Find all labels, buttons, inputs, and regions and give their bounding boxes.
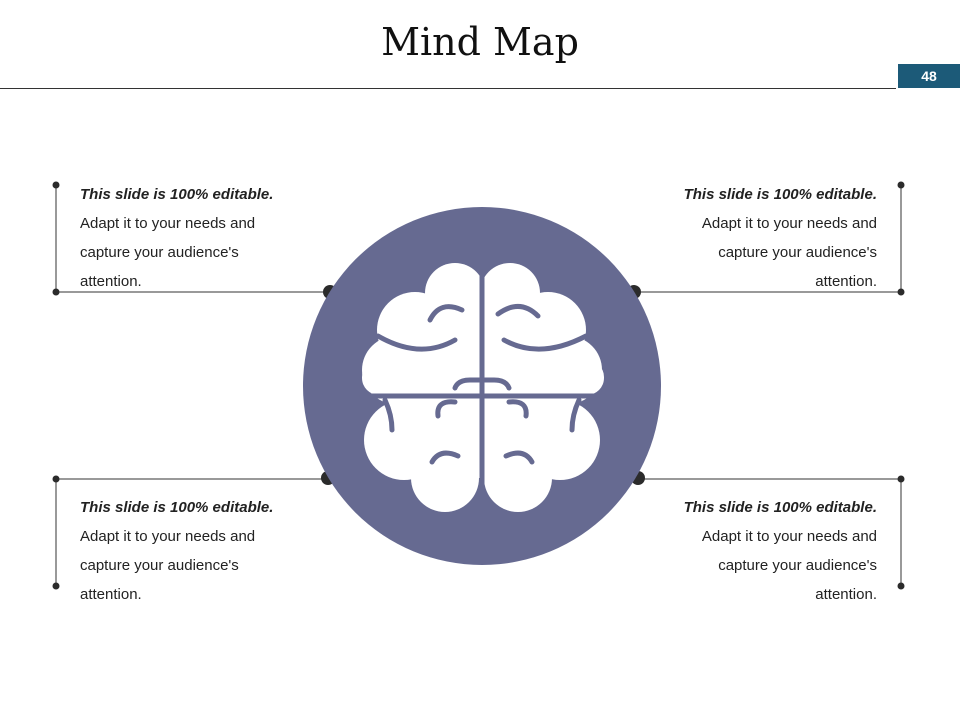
block-line: Adapt it to your needs and <box>701 528 877 545</box>
block-line: attention. <box>815 273 877 290</box>
block-line: attention. <box>815 586 877 603</box>
block-heading: This slide is 100% editable. <box>683 186 877 203</box>
block-heading: This slide is 100% editable. <box>80 499 274 516</box>
page-number-badge: 48 <box>898 64 960 88</box>
block-line: attention. <box>80 273 142 290</box>
block-line: capture your audience's <box>718 557 877 574</box>
block-line: Adapt it to your needs and <box>80 528 256 545</box>
text-block-bottom-left: This slide is 100% editable. Adapt it to… <box>80 493 320 609</box>
block-heading: This slide is 100% editable. <box>683 499 877 516</box>
slide-title: Mind Map <box>381 20 579 64</box>
text-block-bottom-right: This slide is 100% editable. Adapt it to… <box>637 493 877 609</box>
text-block-top-left: This slide is 100% editable. Adapt it to… <box>80 180 320 296</box>
block-line: capture your audience's <box>718 244 877 261</box>
brain-icon <box>359 263 607 513</box>
block-heading: This slide is 100% editable. <box>80 186 274 203</box>
block-line: capture your audience's <box>80 244 239 261</box>
block-line: Adapt it to your needs and <box>80 215 256 232</box>
block-line: Adapt it to your needs and <box>701 215 877 232</box>
block-line: attention. <box>80 586 142 603</box>
block-line: capture your audience's <box>80 557 239 574</box>
text-block-top-right: This slide is 100% editable. Adapt it to… <box>637 180 877 296</box>
title-divider <box>0 88 896 89</box>
